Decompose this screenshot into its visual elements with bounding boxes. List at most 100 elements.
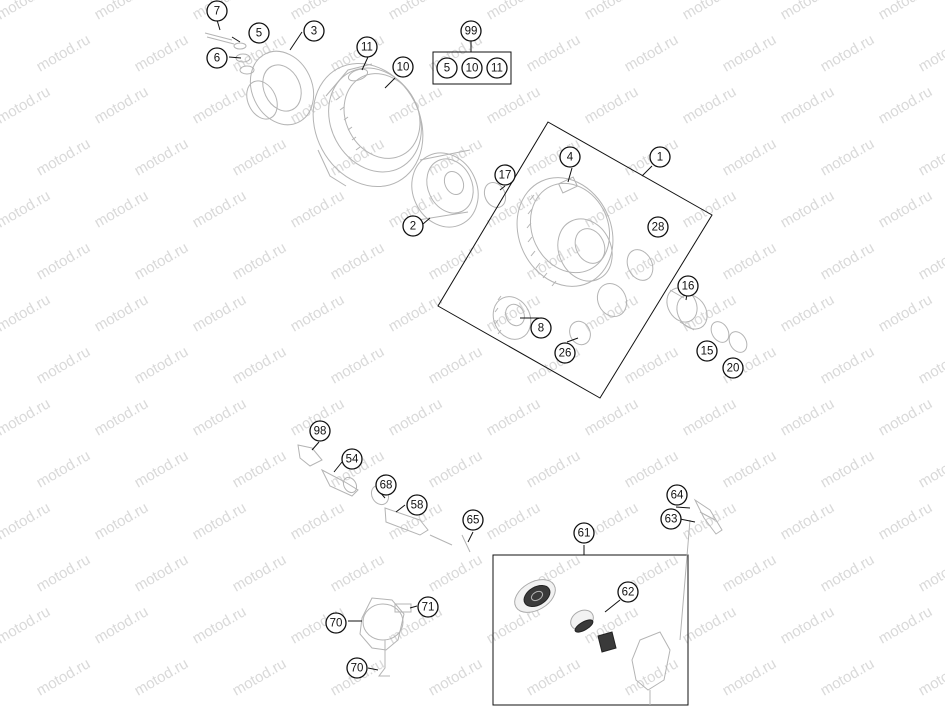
watermark-text: motod.ru [230, 239, 290, 283]
watermark-text: motod.ru [0, 499, 53, 543]
clutch-drum-assembly [204, 32, 507, 228]
watermark-text: motod.ru [916, 135, 945, 179]
watermark-text: motod.ru [818, 239, 878, 283]
watermark-text: motod.ru [622, 655, 682, 699]
watermark-text: motod.ru [34, 551, 94, 595]
watermark-text: motod.ru [328, 551, 388, 595]
callout-number: 10 [466, 63, 479, 75]
watermark-text: motod.ru [0, 187, 53, 231]
watermark-text: motod.ru [876, 499, 936, 543]
callout-number: 16 [682, 281, 695, 293]
callout-circle [436, 57, 458, 79]
callout-number: 10 [397, 62, 410, 74]
watermark-text: motod.ru [484, 0, 544, 23]
watermark-text: motod.ru [190, 187, 250, 231]
watermark-text: motod.ru [680, 291, 740, 335]
callout-63: 63 [660, 508, 682, 530]
callout-number: 99 [465, 26, 478, 38]
watermark-text: motod.ru [876, 291, 936, 335]
watermark-text: motod.ru [916, 551, 945, 595]
watermark-text: motod.ru [680, 83, 740, 127]
watermark-text: motod.ru [132, 655, 192, 699]
callout-number: 20 [727, 363, 740, 375]
watermark-text: motod.ru [288, 499, 348, 543]
watermark-text: motod.ru [484, 499, 544, 543]
callout-circle [303, 20, 325, 42]
watermark-text: motod.ru [876, 395, 936, 439]
watermark-text: motod.ru [582, 291, 642, 335]
watermark-text: motod.ru [132, 551, 192, 595]
watermark-text: motod.ru [524, 31, 584, 75]
callout-11: 11 [356, 36, 378, 58]
callout-number: 28 [652, 222, 665, 234]
callout-number: 64 [671, 490, 684, 502]
callout-16: 16 [677, 275, 699, 297]
watermark-text: motod.ru [680, 0, 740, 23]
watermark-text: motod.ru [92, 187, 152, 231]
callout-65: 65 [462, 509, 484, 531]
watermark-text: motod.ru [230, 551, 290, 595]
watermark-text: motod.ru [426, 447, 486, 491]
watermark-text: motod.ru [818, 655, 878, 699]
watermark-text: motod.ru [876, 0, 936, 23]
callout-number: 98 [314, 426, 327, 438]
watermark-text: motod.ru [916, 655, 945, 699]
callout-number: 61 [578, 528, 591, 540]
watermark-text: motod.ru [426, 655, 486, 699]
callout-number: 4 [567, 152, 574, 164]
callout-circle [206, 47, 228, 69]
repair-kit-box [492, 554, 689, 706]
watermark-text: motod.ru [328, 239, 388, 283]
callout-number: 17 [499, 170, 512, 182]
watermark-text: motod.ru [386, 0, 446, 23]
watermark-text: motod.ru [288, 291, 348, 335]
watermark-text: motod.ru [34, 239, 94, 283]
callout-circle [406, 494, 428, 516]
callout-circle [647, 216, 669, 238]
watermark-text: motod.ru [818, 447, 878, 491]
callout-70: 70 [346, 657, 368, 679]
watermark-text: motod.ru [622, 343, 682, 387]
callout-circle [460, 20, 482, 42]
watermark-text: motod.ru [582, 83, 642, 127]
watermark-text: motod.ru [230, 655, 290, 699]
callout-circle [417, 596, 439, 618]
watermark-text: motod.ru [484, 83, 544, 127]
callout-circle [554, 342, 576, 364]
watermark-text: motod.ru [230, 135, 290, 179]
callout-circle [309, 420, 331, 442]
callout-15: 15 [696, 340, 718, 362]
watermark-text: motod.ru [720, 135, 780, 179]
callout-number: 7 [214, 6, 220, 18]
callout-5: 5 [436, 57, 458, 79]
callout-1: 1 [649, 146, 671, 168]
callout-68: 68 [375, 474, 397, 496]
callout-circle [696, 340, 718, 362]
watermark-text: motod.ru [92, 291, 152, 335]
gear-set-kit-box [437, 121, 713, 399]
watermark-text: motod.ru [876, 187, 936, 231]
callout-11: 11 [486, 57, 508, 79]
callout-number: 26 [559, 348, 572, 360]
watermark-text: motod.ru [92, 0, 152, 23]
callout-number: 5 [256, 28, 262, 40]
watermark-text: motod.ru [622, 31, 682, 75]
callout-circle [666, 484, 688, 506]
callout-3: 3 [303, 20, 325, 42]
watermark-text: motod.ru [0, 395, 53, 439]
watermark-text: motod.ru [876, 603, 936, 647]
watermark-text: motod.ru [582, 395, 642, 439]
watermark-text: motod.ru [818, 31, 878, 75]
callout-circle [660, 508, 682, 530]
watermark-text: motod.ru [818, 135, 878, 179]
callout-64: 64 [666, 484, 688, 506]
watermark-text: motod.ru [288, 83, 348, 127]
callout-number: 71 [422, 602, 435, 614]
watermark-text: motod.ru [484, 395, 544, 439]
watermark-text: motod.ru [0, 83, 53, 127]
callout-8: 8 [530, 317, 552, 339]
watermark-text: motod.ru [916, 31, 945, 75]
kickstarter-parts [297, 444, 471, 677]
callout-circle [392, 56, 414, 78]
